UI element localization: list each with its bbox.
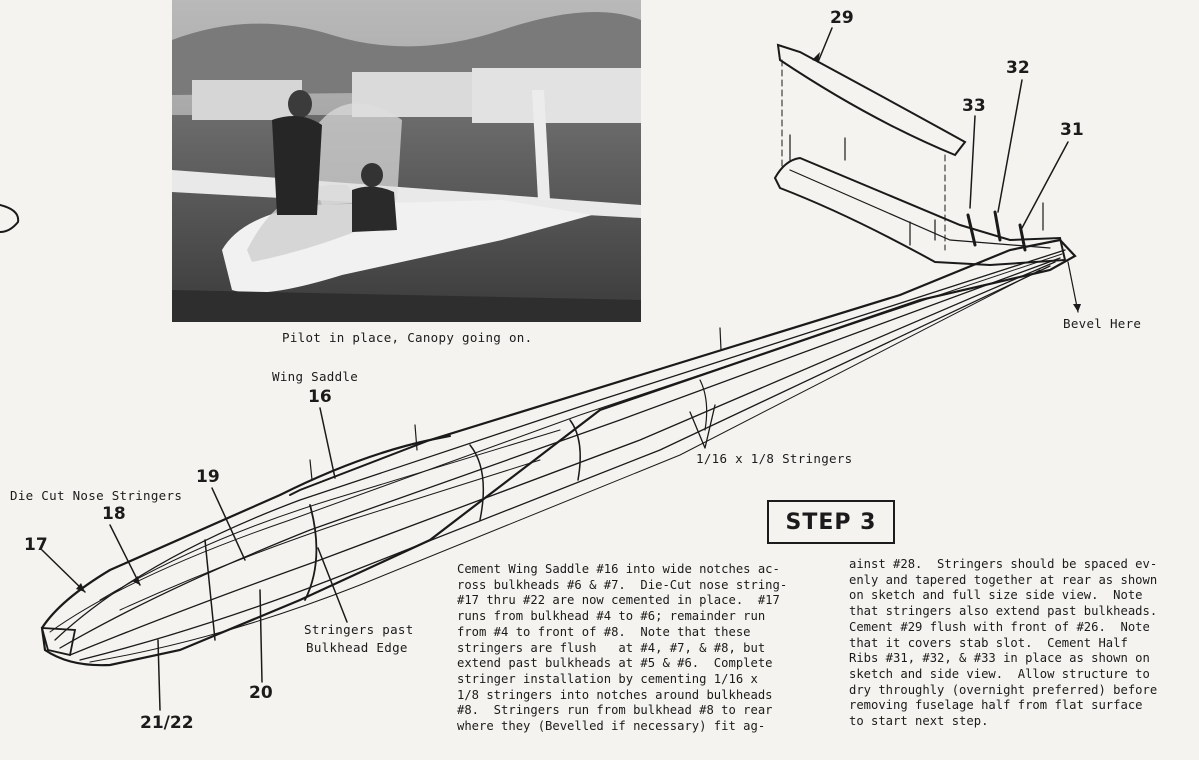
- instruction-line: Ribs #31, #32, & #33 in place as shown o…: [849, 651, 1150, 666]
- instruction-line: #8. Stringers run from bulkhead #8 to re…: [457, 703, 773, 718]
- instruction-line: that stringers also extend past bulkhead…: [849, 604, 1158, 619]
- instruction-line: enly and tapered together at rear as sho…: [849, 572, 1158, 587]
- wing-saddle-label: Wing Saddle: [272, 369, 359, 384]
- part-29-label: 29: [830, 8, 854, 28]
- instruction-line: runs from bulkhead #4 to #6; remainder r…: [457, 609, 766, 624]
- instruction-line: from #4 to front of #8. Note that these: [457, 624, 751, 639]
- part-31-label: 31: [1060, 120, 1084, 140]
- photo-caption: Pilot in place, Canopy going on.: [282, 330, 533, 345]
- bulkhead-edge-label: Bulkhead Edge: [306, 640, 408, 655]
- part-19-label: 19: [196, 467, 220, 487]
- step-label: STEP 3: [767, 500, 895, 544]
- bevel-here-label: Bevel Here: [1063, 316, 1142, 331]
- instruction-line: on sketch and full size side view. Note: [849, 588, 1143, 603]
- instruction-line: where they (Bevelled if necessary) fit a…: [457, 719, 766, 734]
- instruction-line: dry throughly (overnight preferred) befo…: [849, 682, 1158, 697]
- part-32-label: 32: [1006, 58, 1030, 78]
- instruction-line: to start next step.: [849, 714, 989, 729]
- part-18-label: 18: [102, 504, 126, 524]
- nose-stringers-label: Die Cut Nose Stringers: [10, 488, 183, 503]
- glider-photo: [172, 0, 641, 322]
- instructions-column-1: Cement Wing Saddle #16 into wide notches…: [457, 562, 787, 735]
- stringers-size-label: 1/16 x 1/8 Stringers: [696, 451, 853, 466]
- instruction-line: stringers are flush at #4, #7, & #8, but: [457, 640, 766, 655]
- part-20-label: 20: [249, 683, 273, 703]
- instruction-line: Cement Wing Saddle #16 into wide notches…: [457, 562, 780, 576]
- instruction-line: #17 thru #22 are now cemented in place. …: [457, 593, 780, 608]
- instruction-line: Cement #29 flush with front of #26. Note: [849, 619, 1150, 634]
- stringers-past-label: Stringers past: [304, 622, 414, 637]
- instruction-line: sketch and side view. Allow structure to: [849, 666, 1150, 681]
- instruction-line: that it covers stab slot. Cement Half: [849, 635, 1128, 650]
- part-17-label: 17: [24, 535, 48, 555]
- instruction-line: 1/8 stringers into notches around bulkhe…: [457, 687, 773, 702]
- part-33-label: 33: [962, 96, 986, 116]
- part-16-label: 16: [308, 387, 332, 407]
- part-21-22-label: 21/22: [140, 713, 194, 733]
- instructions-column-2: ainst #28. Stringers should be spaced ev…: [849, 557, 1157, 730]
- instruction-line: stringer installation by cementing 1/16 …: [457, 671, 758, 686]
- instruction-line: ross bulkheads #6 & #7. Die-Cut nose str…: [457, 577, 788, 592]
- instruction-line: removing fuselage half from flat surface: [849, 698, 1143, 713]
- instruction-line: ainst #28. Stringers should be spaced ev…: [849, 557, 1158, 571]
- instruction-line: extend past bulkheads at #5 & #6. Comple…: [457, 656, 773, 671]
